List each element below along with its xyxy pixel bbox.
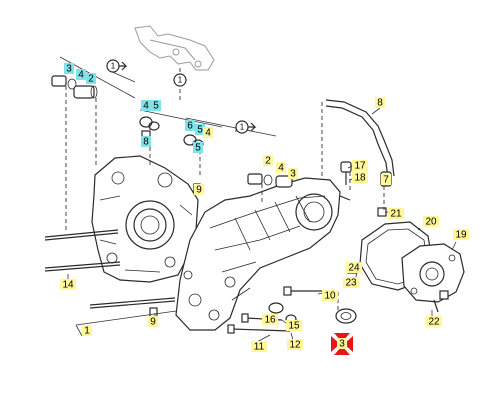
svg-text:19: 19 xyxy=(455,230,467,241)
ref-circle-1a: 1 xyxy=(106,59,128,73)
svg-text:3: 3 xyxy=(290,169,296,180)
callout-20[interactable]: 20 xyxy=(423,216,439,228)
callout-22[interactable]: 22 xyxy=(426,316,442,328)
svg-text:8: 8 xyxy=(143,137,149,148)
callout-8[interactable]: 8 xyxy=(141,136,151,148)
ref-circle-1b-label: 1 xyxy=(240,123,245,132)
callout-24[interactable]: 24 xyxy=(346,262,362,274)
red-cross-arrows-icon[interactable] xyxy=(331,333,353,355)
callout-5b[interactable]: 5 xyxy=(195,124,205,136)
svg-text:5: 5 xyxy=(153,101,159,112)
callout-23[interactable]: 23 xyxy=(343,277,359,289)
callout-3c[interactable]: 3 xyxy=(337,338,347,350)
ref-circle-1b: 1 xyxy=(235,120,257,134)
svg-text:17: 17 xyxy=(354,161,366,172)
callout-labels: 3 4 2 4 5 8 6 5 4 5 2 4 3 9 8 17 18 7 21… xyxy=(60,63,469,353)
callout-15[interactable]: 15 xyxy=(286,320,302,332)
svg-text:3: 3 xyxy=(339,339,345,350)
callout-10[interactable]: 10 xyxy=(322,290,338,302)
callout-9a[interactable]: 9 xyxy=(194,184,204,196)
svg-text:20: 20 xyxy=(425,217,437,228)
callout-12[interactable]: 12 xyxy=(287,339,303,351)
svg-text:9: 9 xyxy=(196,185,202,196)
ref-circle-1c-label: 1 xyxy=(178,76,183,85)
callout-2b[interactable]: 2 xyxy=(263,155,273,167)
svg-text:8: 8 xyxy=(377,98,383,109)
left-crankcase xyxy=(91,155,199,283)
svg-text:2: 2 xyxy=(88,74,94,85)
svg-text:2: 2 xyxy=(265,156,271,167)
callout-2a[interactable]: 2 xyxy=(86,73,96,85)
svg-text:16: 16 xyxy=(264,315,276,326)
svg-text:4: 4 xyxy=(278,163,284,174)
svg-text:24: 24 xyxy=(348,263,360,274)
svg-text:21: 21 xyxy=(390,209,402,220)
callout-21[interactable]: 21 xyxy=(388,208,404,220)
hose xyxy=(325,99,395,179)
callout-7[interactable]: 7 xyxy=(381,174,391,186)
oil-seal xyxy=(335,308,357,324)
callout-6[interactable]: 6 xyxy=(185,120,195,132)
svg-text:18: 18 xyxy=(354,173,366,184)
svg-text:7: 7 xyxy=(383,175,389,186)
callout-4d[interactable]: 4 xyxy=(276,162,286,174)
callout-3b[interactable]: 3 xyxy=(288,168,298,180)
ref-circle-1a-label: 1 xyxy=(111,62,116,71)
callout-5a[interactable]: 5 xyxy=(151,100,161,112)
svg-text:4: 4 xyxy=(78,70,84,81)
callout-8-hose[interactable]: 8 xyxy=(375,97,385,109)
callout-14[interactable]: 14 xyxy=(60,279,76,291)
svg-text:23: 23 xyxy=(345,278,357,289)
svg-text:14: 14 xyxy=(62,280,74,291)
svg-text:9: 9 xyxy=(150,317,156,328)
long-studs xyxy=(44,229,176,309)
svg-text:15: 15 xyxy=(288,321,300,332)
callout-4a[interactable]: 4 xyxy=(76,69,86,81)
svg-text:12: 12 xyxy=(289,340,301,351)
callout-5c[interactable]: 5 xyxy=(193,142,203,154)
callout-9b[interactable]: 9 xyxy=(148,316,158,328)
svg-text:4: 4 xyxy=(205,128,211,139)
callout-4c[interactable]: 4 xyxy=(203,127,213,139)
callout-19[interactable]: 19 xyxy=(453,229,469,241)
callout-16[interactable]: 16 xyxy=(262,314,278,326)
svg-text:5: 5 xyxy=(195,143,201,154)
frame-bracket-ghost xyxy=(134,25,215,71)
ref-circle-1c: 1 xyxy=(173,73,187,87)
callout-4b[interactable]: 4 xyxy=(141,100,151,112)
svg-text:1: 1 xyxy=(84,326,90,337)
svg-text:3: 3 xyxy=(66,64,72,75)
callout-11[interactable]: 11 xyxy=(251,341,267,353)
dowel-pin-set-upper-left xyxy=(51,75,98,99)
callout-1[interactable]: 1 xyxy=(82,325,92,337)
svg-text:11: 11 xyxy=(254,342,265,353)
callout-18[interactable]: 18 xyxy=(352,172,368,184)
svg-text:6: 6 xyxy=(187,121,193,132)
svg-text:5: 5 xyxy=(197,125,203,136)
transmission-cover xyxy=(401,243,465,303)
svg-text:22: 22 xyxy=(428,317,440,328)
svg-text:4: 4 xyxy=(143,101,149,112)
callout-3a[interactable]: 3 xyxy=(64,63,74,75)
right-crankcase xyxy=(175,177,341,331)
svg-text:10: 10 xyxy=(324,291,336,302)
callout-17[interactable]: 17 xyxy=(352,160,368,172)
